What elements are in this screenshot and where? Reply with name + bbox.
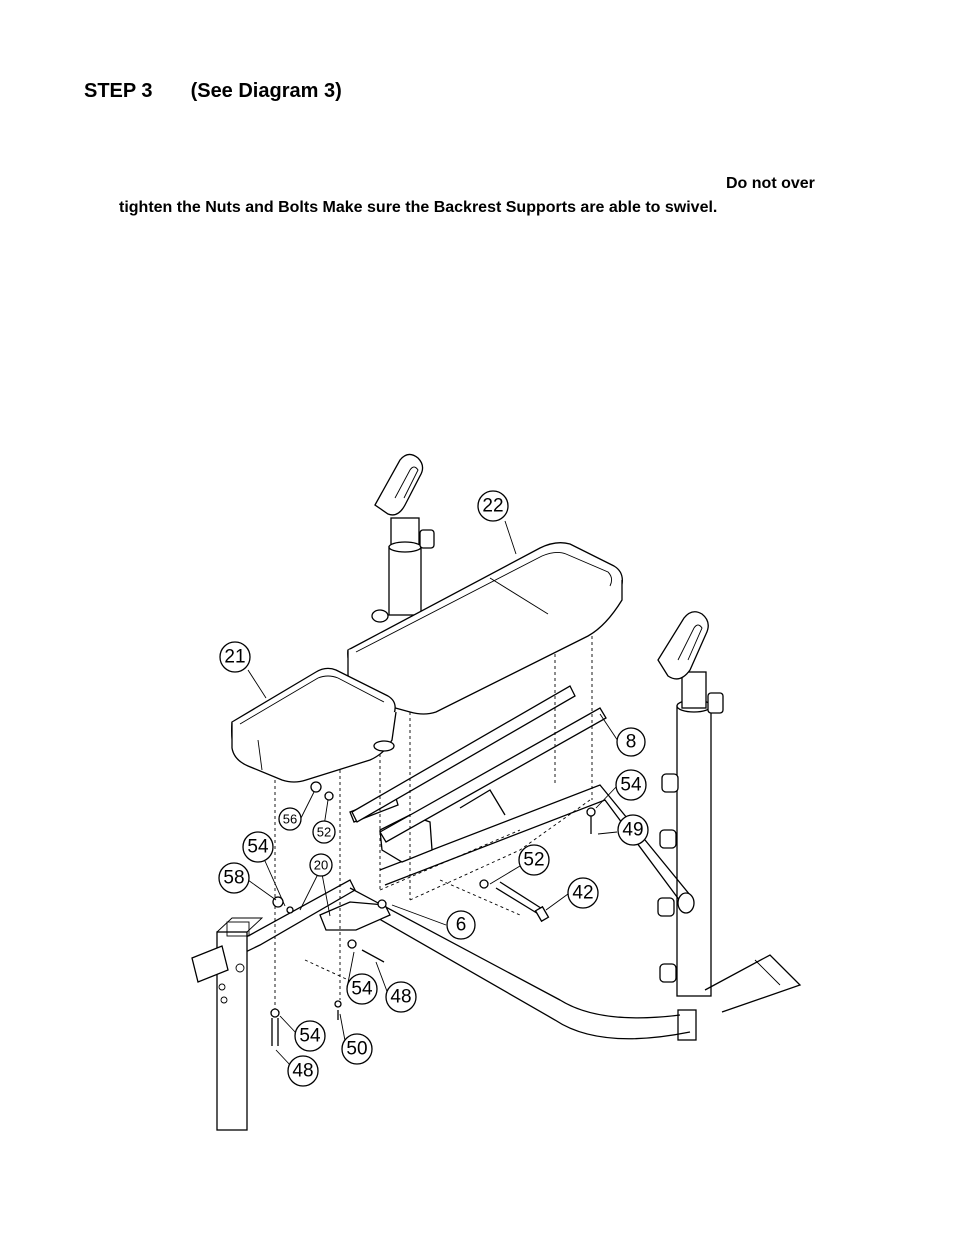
svg-text:54: 54 (247, 837, 269, 858)
instruction-note-line-2: tighten the Nuts and Bolts Make sure the… (119, 199, 718, 216)
svg-text:58: 58 (223, 868, 244, 889)
callout-6: 6 (446, 910, 476, 940)
hardware (270, 781, 596, 1046)
callout-52: 52 (312, 820, 336, 844)
front-upright (657, 611, 724, 1041)
callout-42: 42 (567, 877, 599, 909)
callout-54: 54 (615, 769, 647, 801)
backrest-pad (347, 542, 623, 715)
support-tubes (351, 685, 607, 843)
svg-text:49: 49 (622, 820, 643, 841)
base-frame (191, 784, 802, 1131)
svg-text:20: 20 (314, 858, 328, 873)
callout-22: 22 (477, 490, 509, 522)
callout-48: 48 (385, 981, 417, 1013)
svg-text:8: 8 (626, 732, 637, 753)
callout-48: 48 (287, 1055, 319, 1087)
mounting-guides (274, 612, 593, 1010)
svg-text:21: 21 (224, 647, 245, 668)
svg-text:48: 48 (390, 987, 411, 1008)
instruction-note-line-1: Do not over (726, 175, 815, 192)
leader-lines (247, 520, 619, 1067)
svg-text:54: 54 (620, 775, 642, 796)
step-label: STEP 3 (84, 80, 153, 102)
callout-8: 8 (616, 727, 646, 757)
callout-50: 50 (341, 1033, 373, 1065)
callout-49: 49 (617, 814, 649, 846)
callout-21: 21 (219, 641, 251, 673)
callout-20: 20 (309, 853, 333, 877)
seat-pad (231, 667, 397, 783)
diagram-reference: (See Diagram 3) (190, 80, 342, 102)
svg-text:6: 6 (456, 915, 467, 936)
svg-text:52: 52 (523, 850, 544, 871)
svg-text:48: 48 (292, 1061, 313, 1082)
svg-text:56: 56 (283, 812, 297, 827)
callout-54: 54 (294, 1020, 326, 1052)
svg-text:42: 42 (572, 883, 593, 904)
callout-54: 54 (346, 973, 378, 1005)
step-heading: STEP 3 (See Diagram 3) (84, 80, 342, 103)
rear-upright (371, 453, 435, 623)
callout-54: 54 (242, 831, 274, 863)
callout-52: 52 (518, 844, 550, 876)
svg-text:52: 52 (317, 825, 331, 840)
svg-text:54: 54 (351, 979, 373, 1000)
callout-58: 58 (218, 862, 250, 894)
callout-56: 56 (278, 807, 302, 831)
svg-text:22: 22 (482, 496, 503, 517)
svg-text:54: 54 (299, 1026, 321, 1047)
svg-text:50: 50 (346, 1039, 367, 1060)
